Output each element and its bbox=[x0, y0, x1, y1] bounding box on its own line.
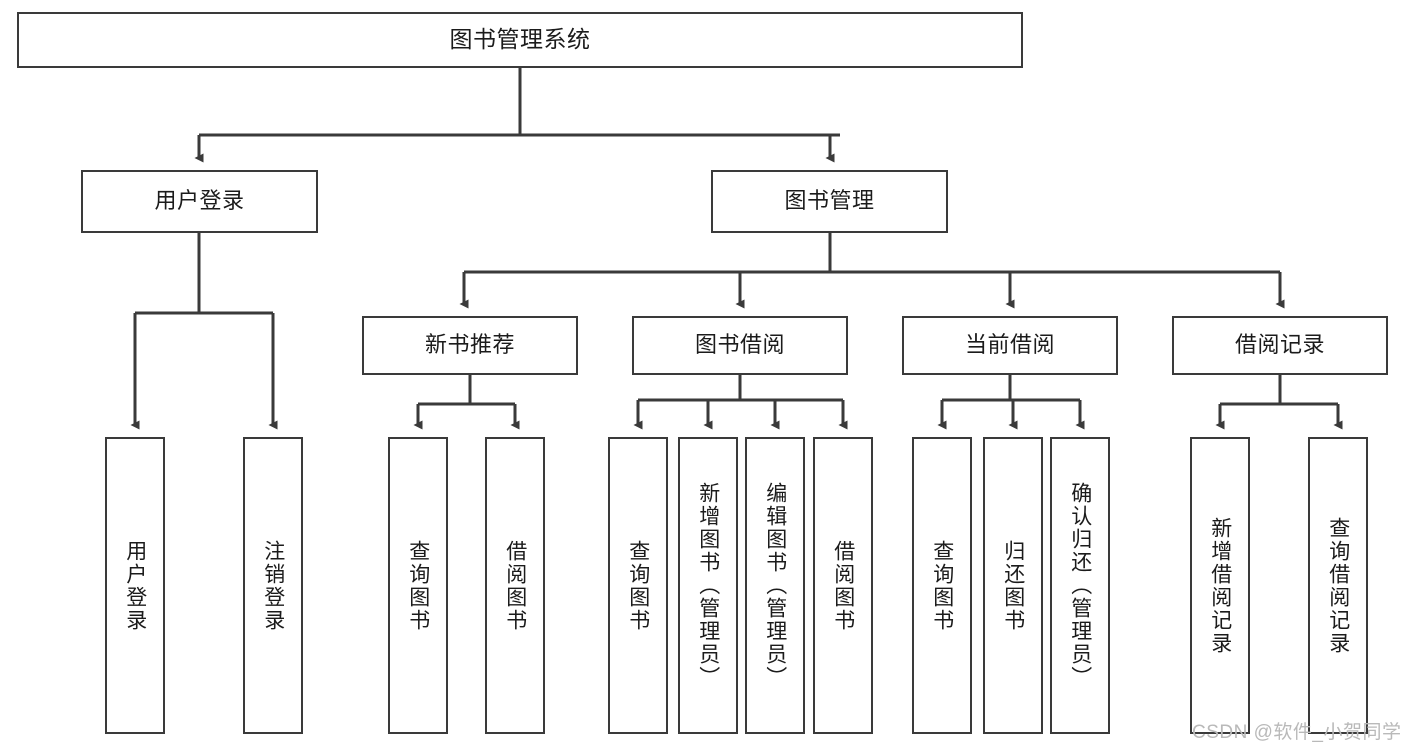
node-borrow-record[interactable]: 借阅记录 bbox=[1172, 316, 1388, 375]
node-leaf-borrow-book-1[interactable]: 借阅图书 bbox=[485, 437, 545, 734]
node-book-management[interactable]: 图书管理 bbox=[711, 170, 948, 233]
node-leaf-add-book-label: 新增图书（管理员） bbox=[696, 482, 720, 689]
node-leaf-logout-label: 注销登录 bbox=[261, 539, 285, 632]
node-new-book-recommend-label: 新书推荐 bbox=[424, 332, 515, 358]
node-leaf-return-book-label: 归还图书 bbox=[1001, 539, 1025, 632]
node-new-book-recommend[interactable]: 新书推荐 bbox=[362, 316, 578, 375]
node-leaf-return-book[interactable]: 归还图书 bbox=[983, 437, 1043, 734]
node-root-label: 图书管理系统 bbox=[449, 26, 591, 53]
node-leaf-query-book-1-label: 查询图书 bbox=[406, 539, 430, 632]
node-leaf-query-book-3-label: 查询图书 bbox=[930, 539, 954, 632]
node-book-borrow[interactable]: 图书借阅 bbox=[632, 316, 848, 375]
node-leaf-query-book-2[interactable]: 查询图书 bbox=[608, 437, 668, 734]
node-leaf-edit-book-label: 编辑图书（管理员） bbox=[763, 482, 787, 689]
node-leaf-add-book[interactable]: 新增图书（管理员） bbox=[678, 437, 738, 734]
node-book-management-label: 图书管理 bbox=[784, 188, 875, 214]
node-leaf-query-record-label: 查询借阅记录 bbox=[1326, 516, 1350, 655]
node-leaf-user-login-label: 用户登录 bbox=[123, 539, 147, 632]
node-leaf-confirm-return-label: 确认归还（管理员） bbox=[1068, 482, 1092, 689]
node-leaf-edit-book[interactable]: 编辑图书（管理员） bbox=[745, 437, 805, 734]
node-leaf-query-book-3[interactable]: 查询图书 bbox=[912, 437, 972, 734]
node-leaf-borrow-book-2-label: 借阅图书 bbox=[831, 539, 855, 632]
node-leaf-add-record[interactable]: 新增借阅记录 bbox=[1190, 437, 1250, 734]
node-leaf-user-login[interactable]: 用户登录 bbox=[105, 437, 165, 734]
node-leaf-query-book-1[interactable]: 查询图书 bbox=[388, 437, 448, 734]
node-user-login[interactable]: 用户登录 bbox=[81, 170, 318, 233]
node-current-borrow-label: 当前借阅 bbox=[964, 332, 1055, 358]
node-leaf-borrow-book-2[interactable]: 借阅图书 bbox=[813, 437, 873, 734]
node-leaf-logout[interactable]: 注销登录 bbox=[243, 437, 303, 734]
node-borrow-record-label: 借阅记录 bbox=[1234, 332, 1325, 358]
node-root[interactable]: 图书管理系统 bbox=[17, 12, 1023, 68]
node-leaf-add-record-label: 新增借阅记录 bbox=[1208, 516, 1232, 655]
node-current-borrow[interactable]: 当前借阅 bbox=[902, 316, 1118, 375]
node-leaf-borrow-book-1-label: 借阅图书 bbox=[503, 539, 527, 632]
node-user-login-label: 用户登录 bbox=[154, 188, 245, 214]
node-leaf-confirm-return[interactable]: 确认归还（管理员） bbox=[1050, 437, 1110, 734]
node-leaf-query-book-2-label: 查询图书 bbox=[626, 539, 650, 632]
node-book-borrow-label: 图书借阅 bbox=[694, 332, 785, 358]
node-leaf-query-record[interactable]: 查询借阅记录 bbox=[1308, 437, 1368, 734]
